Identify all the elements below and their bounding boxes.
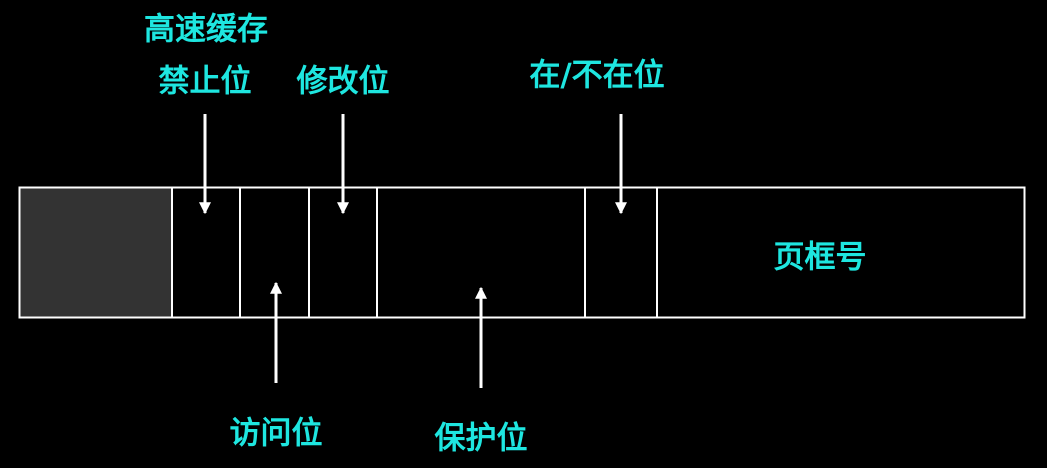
label-present-absent: 在/不在位 <box>529 57 665 94</box>
label-cache-disable: 高速缓存 <box>144 11 268 48</box>
label-page-frame-number: 页框号 <box>773 239 867 276</box>
label-protection: 保护位 <box>434 420 528 457</box>
reserved-field <box>20 188 172 317</box>
label-referenced: 访问位 <box>229 415 323 452</box>
label-modified: 修改位 <box>296 63 390 100</box>
entry-box <box>18 186 1026 319</box>
label-cache-disable-bit: 禁止位 <box>158 63 252 100</box>
field-dividers <box>171 188 658 317</box>
